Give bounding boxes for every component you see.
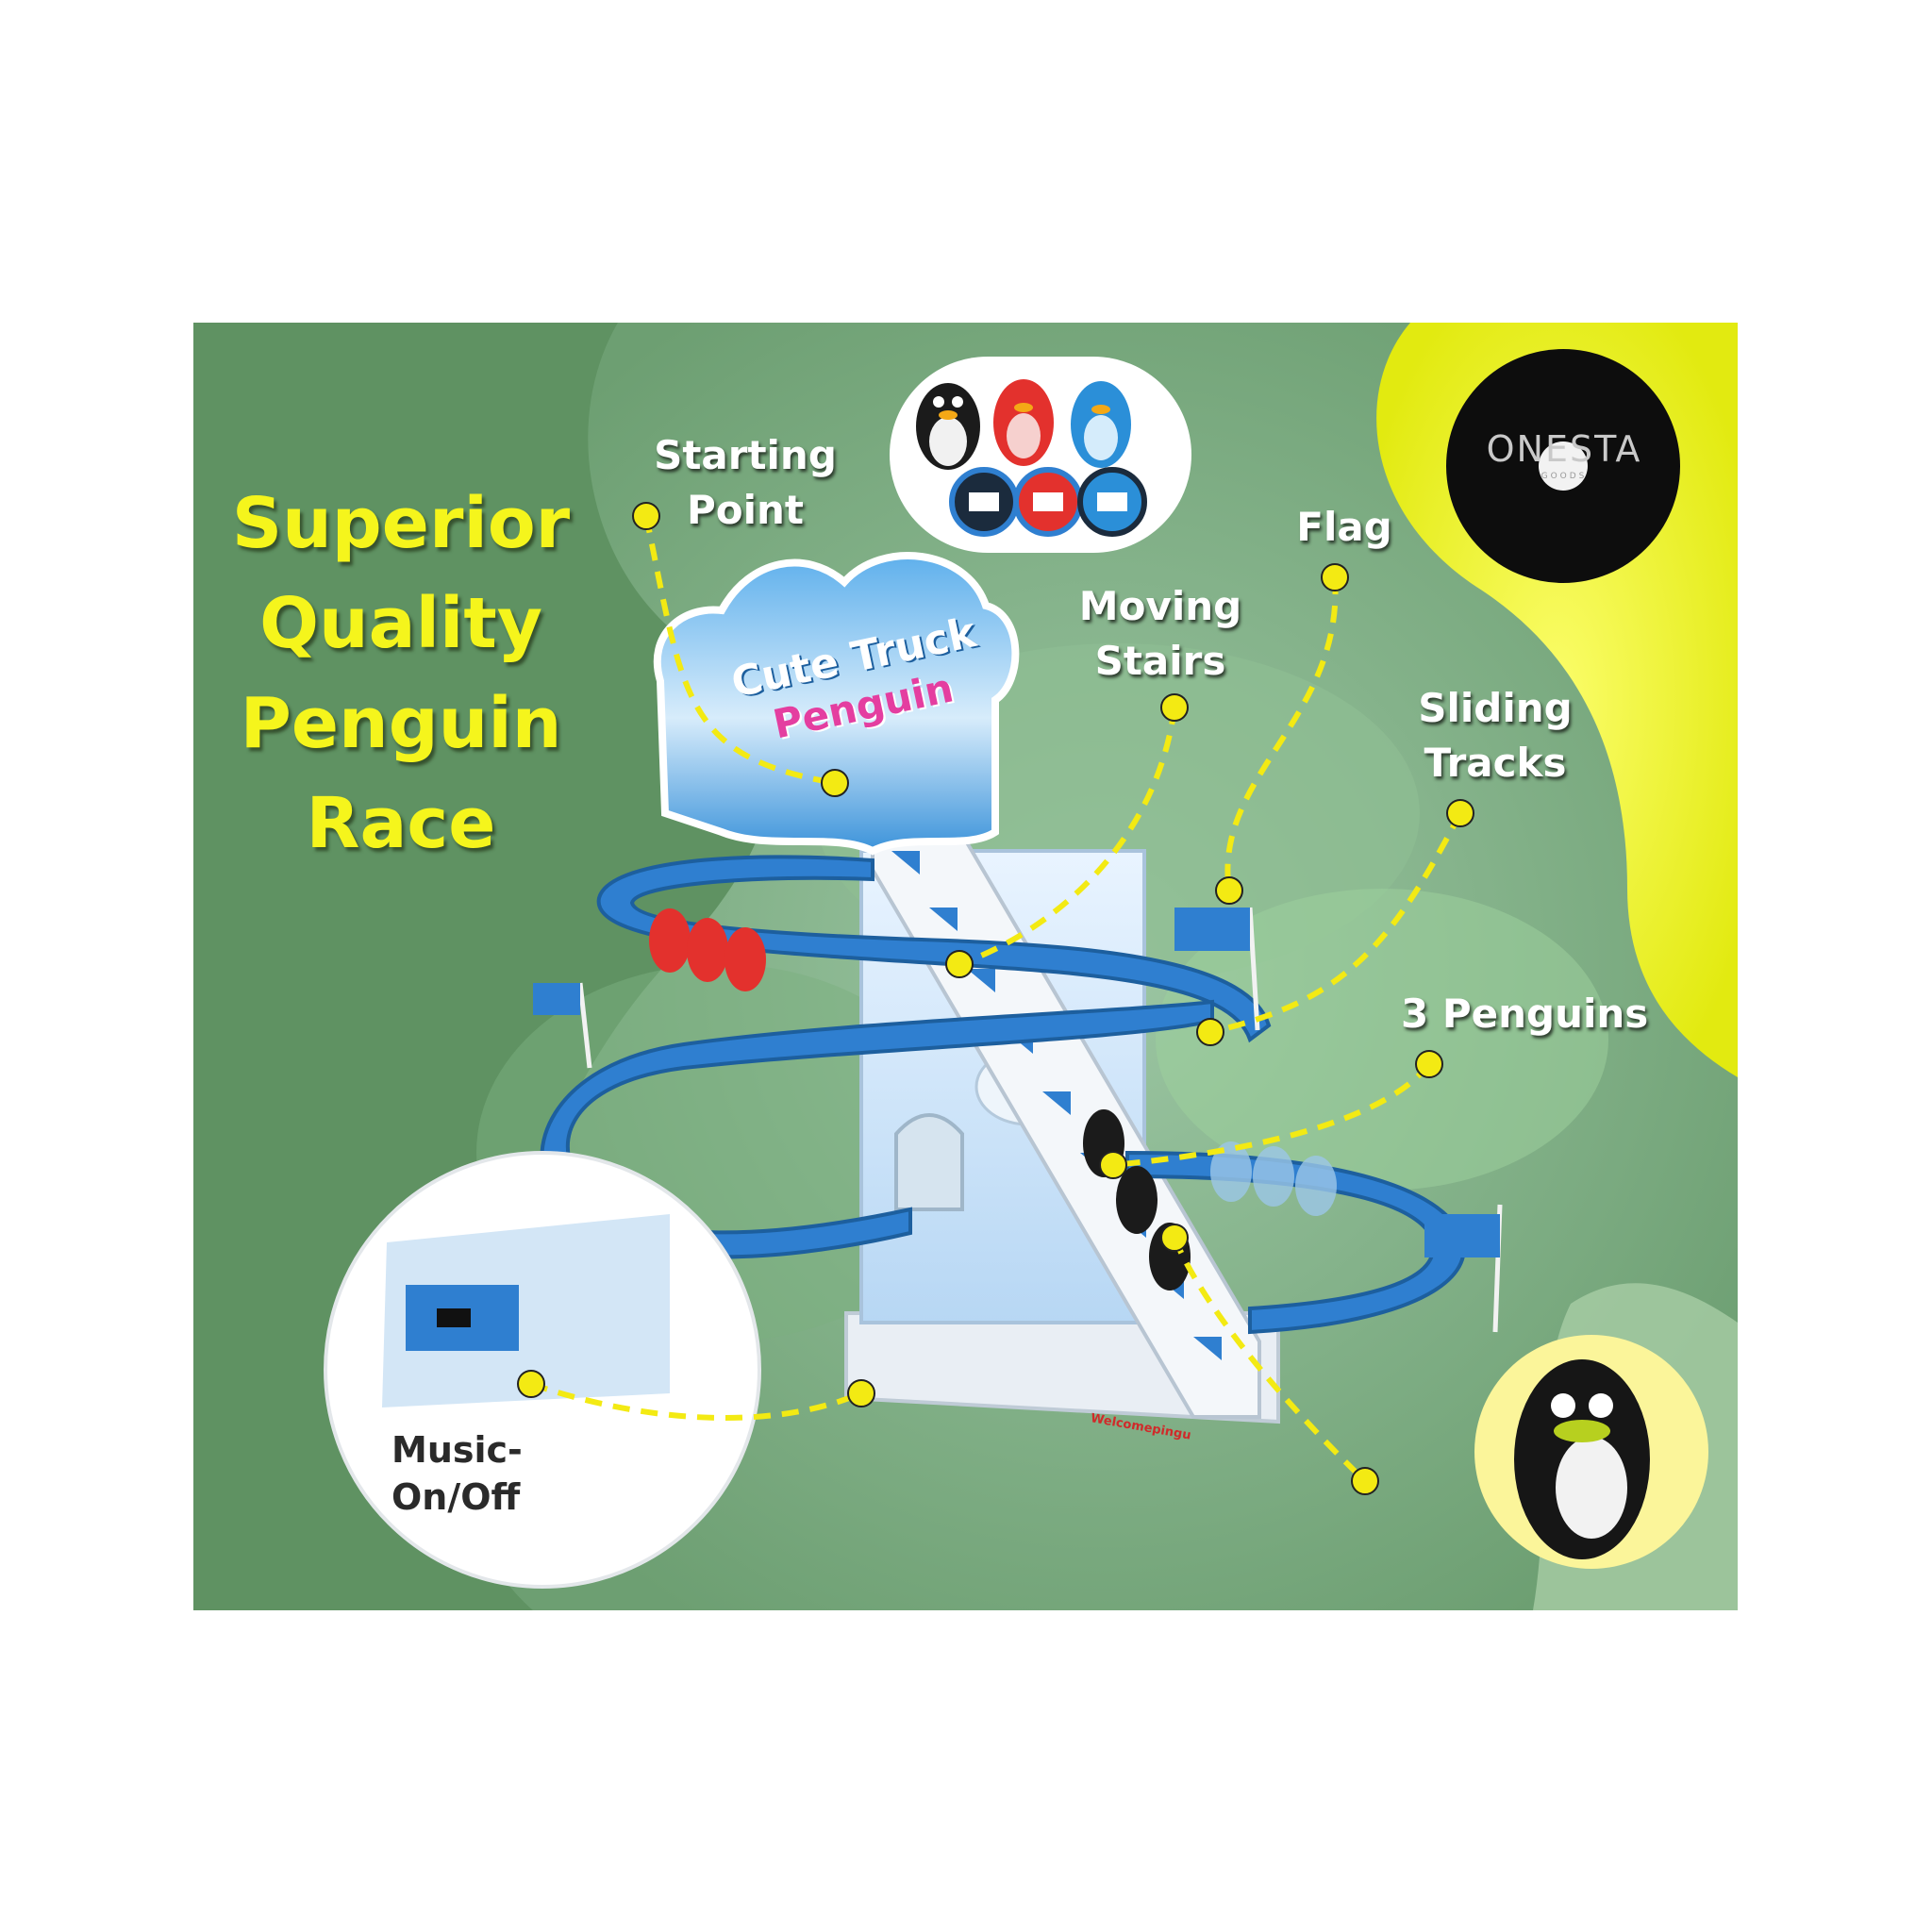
callout-lines xyxy=(530,515,1463,1484)
callout-flag: Flag xyxy=(1296,504,1392,550)
music-switch-detail xyxy=(382,1214,670,1407)
blurred-bush xyxy=(1156,889,1608,1191)
callout-starting-point-line-1: Starting xyxy=(654,432,837,478)
callout-starting-point: Starting Point xyxy=(637,428,854,538)
music-switch-toggle xyxy=(437,1308,471,1327)
callout-3-penguins: 3 Penguins xyxy=(1401,991,1649,1037)
headline-line-1: Superior xyxy=(231,483,571,564)
callout-music: Music- On/Off xyxy=(391,1426,580,1521)
callout-sliding-tracks-line-1: Sliding xyxy=(1418,685,1573,731)
brand-name: ONESTA xyxy=(1486,428,1642,470)
callout-sliding-tracks-line-2: Tracks xyxy=(1424,740,1567,786)
red-penguin-mini xyxy=(993,379,1054,466)
red-penguins-on-track xyxy=(649,908,766,991)
headline-line-4: Race xyxy=(306,783,496,864)
blue-penguin-mini xyxy=(1071,381,1131,468)
headline-line-2: Quality xyxy=(259,583,542,664)
product-banner: Superior Quality Penguin Race ONESTA GOO… xyxy=(193,323,1738,1610)
flag-lower xyxy=(1424,1204,1503,1333)
blue-penguins-on-track xyxy=(1210,1141,1337,1216)
product-scene xyxy=(193,323,1738,1610)
brand-subtitle: GOODS xyxy=(1541,472,1588,481)
flag-right xyxy=(1174,907,1260,1031)
callout-moving-stairs: Moving Stairs xyxy=(1057,579,1264,689)
flag-left xyxy=(533,982,592,1069)
headline-line-3: Penguin xyxy=(240,683,562,764)
callout-moving-stairs-line-1: Moving xyxy=(1078,583,1242,629)
callout-sliding-tracks: Sliding Tracks xyxy=(1391,681,1599,791)
callout-starting-point-line-2: Point xyxy=(686,487,804,533)
callout-dots xyxy=(517,502,1474,1495)
callout-moving-stairs-line-2: Stairs xyxy=(1094,638,1226,684)
penguin-wheels-icon xyxy=(949,467,1147,537)
toy-sign-board xyxy=(653,552,1020,856)
toy-tunnel xyxy=(894,1113,964,1211)
sliding-track-lower xyxy=(1125,1150,1466,1335)
black-penguin-closeup xyxy=(1514,1359,1650,1559)
headline: Superior Quality Penguin Race xyxy=(222,474,580,874)
callout-music-line-2: On/Off xyxy=(391,1476,521,1518)
black-penguin-mini xyxy=(916,383,980,470)
callout-music-line-1: Music- xyxy=(391,1429,523,1471)
brand-logo-dot xyxy=(1539,441,1588,491)
